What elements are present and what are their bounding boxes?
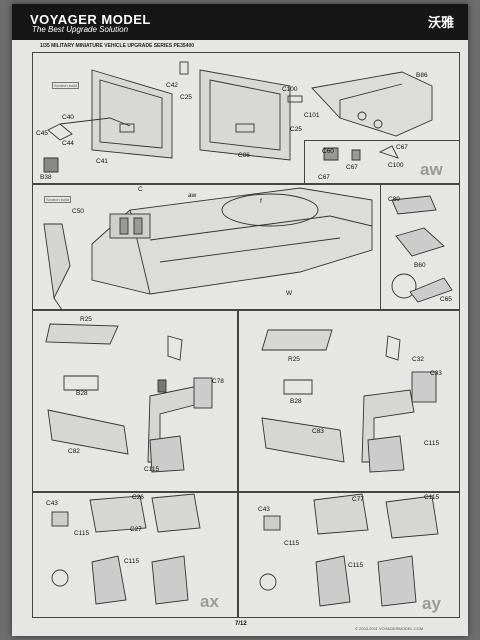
scratch-build-note: Scratch build xyxy=(52,82,80,89)
part-label: C83 xyxy=(312,428,324,435)
part-label: C77 xyxy=(352,496,364,503)
part-label: C67 xyxy=(346,164,358,171)
part-label: C27 xyxy=(130,526,142,533)
step-aw-top-panel xyxy=(32,52,460,184)
part-label: C78 xyxy=(212,378,224,385)
scratch-build-note-2: Scratch build xyxy=(44,196,72,203)
part-label: C42 xyxy=(166,82,178,89)
part-label: C100 xyxy=(388,162,404,169)
part-label: C41 xyxy=(96,158,108,165)
part-label: C32 xyxy=(412,356,424,363)
part-label: C82 xyxy=(68,448,80,455)
step-aw-side-panel xyxy=(380,184,460,310)
part-label: B28 xyxy=(76,390,88,397)
step-label-aw: aw xyxy=(420,160,443,179)
step-ay-upper-panel xyxy=(238,310,460,492)
page-number: 7/12 xyxy=(235,621,247,627)
part-label: C60 xyxy=(322,148,334,155)
part-label: C67 xyxy=(396,144,408,151)
part-label: B86 xyxy=(416,72,428,79)
part-label: f xyxy=(260,198,262,205)
part-label: C25 xyxy=(290,126,302,133)
part-label: C115 xyxy=(144,466,160,473)
part-label: C89 xyxy=(388,196,400,203)
header-banner: VOYAGER MODEL The Best Upgrade Solution … xyxy=(12,4,468,40)
part-label: C xyxy=(138,186,143,193)
step-ax-upper-panel xyxy=(32,310,238,492)
part-label: C33 xyxy=(430,370,442,377)
brand-logo: VOYAGER MODEL xyxy=(30,12,151,27)
part-label: C43 xyxy=(258,506,270,513)
series-title: 1/35 MILITARY MINIATURE VEHICLE UPGRADE … xyxy=(40,43,195,49)
part-label: aw xyxy=(188,192,197,199)
part-label: C26 xyxy=(132,494,144,501)
part-label: C100 xyxy=(282,86,298,93)
part-label: B60 xyxy=(414,262,426,269)
part-label: C115 xyxy=(74,530,90,537)
part-label: R25 xyxy=(80,316,92,323)
part-label: C40 xyxy=(62,114,74,121)
part-label: C44 xyxy=(62,140,74,147)
part-label: C50 xyxy=(72,208,84,215)
part-label: C86 xyxy=(238,152,250,159)
part-label: C115 xyxy=(424,494,440,501)
part-label: R25 xyxy=(288,356,300,363)
chinese-brand: 沃雅 xyxy=(428,16,455,31)
part-label: C45 xyxy=(36,130,48,137)
step-ay-lower-panel xyxy=(238,492,460,618)
step-label-ay: ay xyxy=(422,594,441,613)
part-label: C65 xyxy=(440,296,452,303)
brand-tagline: The Best Upgrade Solution xyxy=(32,25,129,34)
part-label: C25 xyxy=(180,94,192,101)
step-label-ax: ax xyxy=(200,592,219,611)
part-label: C43 xyxy=(46,500,58,507)
part-label: C67 xyxy=(318,174,330,181)
part-label: C115 xyxy=(348,562,364,569)
part-label: C115 xyxy=(284,540,300,547)
step-aw-inset xyxy=(304,140,460,184)
copyright-text: © 2003-2011 VOYAGERMODEL.COM xyxy=(355,626,424,631)
part-label: W xyxy=(286,290,293,297)
part-label: C115 xyxy=(124,558,140,565)
part-label: C101 xyxy=(304,112,320,119)
part-label: B38 xyxy=(40,174,52,181)
part-label: B28 xyxy=(290,398,302,405)
step-ax-lower-panel xyxy=(32,492,238,618)
part-label: C115 xyxy=(424,440,440,447)
